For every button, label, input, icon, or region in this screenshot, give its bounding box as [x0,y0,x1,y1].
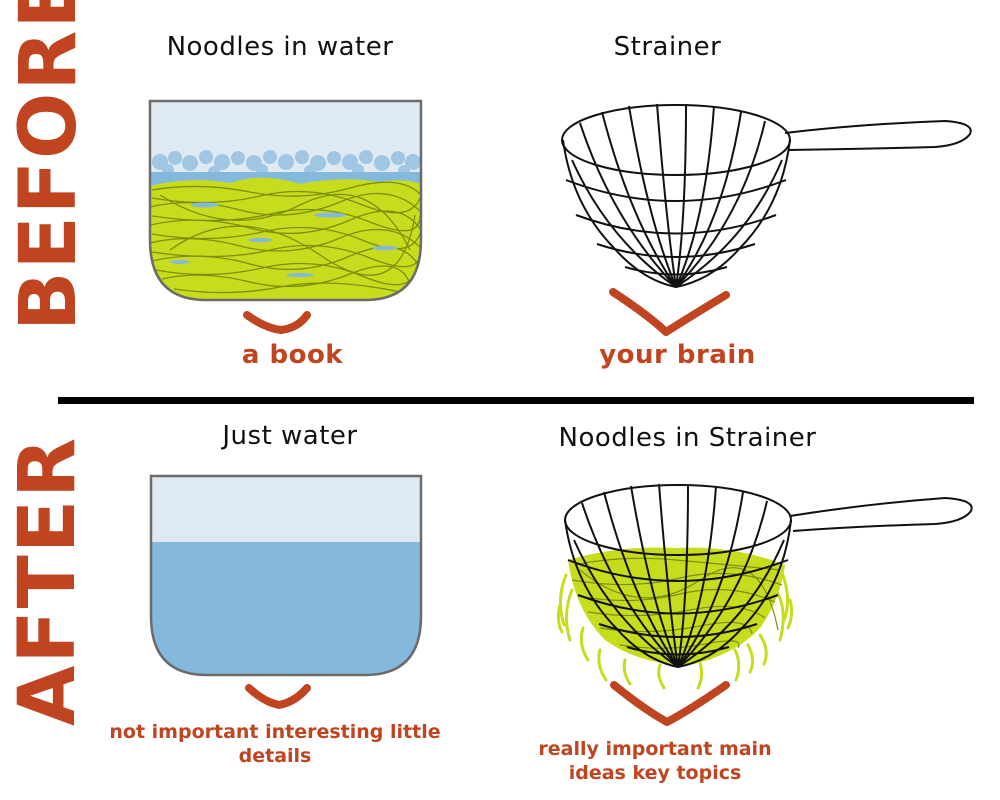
after-right-title: Noodles in Strainer [558,423,817,453]
before-right-title: Strainer [613,32,722,62]
chevron-down-icon [245,684,311,709]
hanging-noodles [556,570,794,690]
chevron-down-icon [609,288,730,336]
topics-label-line-1: really important main [538,738,772,760]
water-pot [149,474,423,677]
strainer-with-noodles [556,483,973,690]
topics-label: really important main ideas key topics [530,737,780,785]
details-label-line-1: not important interesting little [109,721,441,743]
chevron-down-icon [243,311,311,334]
brain-label: your brain [599,340,756,370]
after-left-title: Just water [222,421,358,451]
book-label: a book [241,340,344,370]
water-gaps [170,202,398,277]
strainer-icon [561,103,972,288]
section-divider [58,397,974,404]
noodle-strands [150,181,421,294]
before-left-title: Noodles in water [166,32,394,62]
chevron-down-icon [610,681,730,726]
details-label-line-2: details [238,745,312,767]
details-label: not important interesting little details [100,720,450,768]
topics-label-line-2: ideas key topics [568,762,742,784]
noodle-pot [148,99,423,302]
